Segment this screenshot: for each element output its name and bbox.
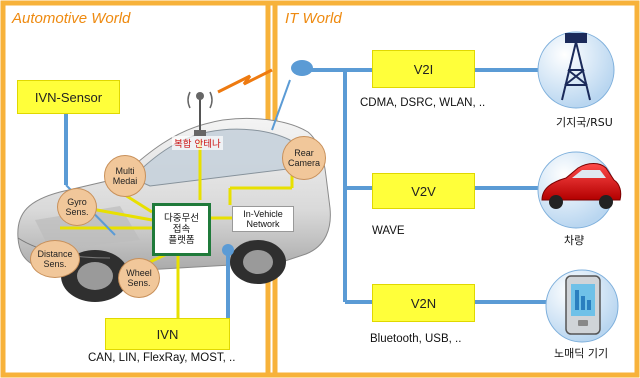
wheel-sensor-line-1: Wheel (126, 268, 152, 278)
car-windows (131, 128, 297, 187)
in-vehicle-network-line-2: Network (246, 219, 280, 229)
gyro-sensor: Gyro Sens. (57, 188, 97, 226)
roof-antenna-icon (187, 91, 213, 136)
distance-sensor-line-2: Sens. (43, 259, 67, 269)
multi-wireless-platform: 다중무선 접속 플랫폼 (152, 203, 211, 256)
connection-node (291, 60, 313, 76)
v2n-tech-label: Bluetooth, USB, .. (370, 333, 462, 345)
multi-media-line-1: Multi (115, 166, 135, 176)
antenna-drop (271, 79, 291, 131)
in-vehicle-network-box: In-Vehicle Network (232, 206, 294, 232)
front-wheel-rim (77, 262, 113, 290)
v2n-box: V2N (372, 284, 475, 322)
rear-camera-line-1: Rear (294, 148, 314, 158)
multi-media-line-2: Medai (112, 176, 138, 186)
platform-line-1: 다중무선 (164, 213, 199, 224)
v2n-device-label: 노매딕 기기 (554, 347, 609, 360)
rear-camera-sensor: Rear Camera (282, 136, 326, 180)
distance-sensor-line-1: Distance (37, 249, 73, 259)
red-car-icon (541, 163, 622, 209)
wheel-sensor: Wheel Sens. (118, 258, 160, 298)
gyro-sensor-line-2: Sens. (65, 207, 89, 217)
ivn-box: IVN (105, 318, 230, 350)
ivn-node (222, 244, 234, 256)
platform-line-2: 접속 (172, 224, 191, 235)
antenna-label: 복합 안테나 (172, 136, 223, 150)
v2i-tech-label: CDMA, DSRC, WLAN, .. (360, 97, 486, 109)
cell-tower-icon (561, 33, 591, 101)
it-world-title: IT World (285, 10, 342, 27)
v2v-device-label: 차량 (564, 234, 585, 247)
v2v-box: V2V (372, 173, 475, 209)
ivn-sensor-box: IVN-Sensor (17, 80, 120, 114)
wheel-sensor-line-2: Sens. (127, 278, 151, 288)
mobile-device-icon (565, 275, 601, 335)
multi-media-sensor: Multi Medai (104, 155, 146, 197)
rear-wheel-rim (243, 250, 273, 274)
gyro-sensor-line-1: Gyro (67, 197, 87, 207)
automotive-world-title: Automotive World (12, 10, 131, 27)
v2i-box: V2I (372, 50, 475, 88)
distance-sensor: Distance Sens. (30, 240, 80, 278)
v2i-device-label: 기지국/RSU (556, 116, 613, 129)
in-vehicle-network-line-1: In-Vehicle (243, 209, 283, 219)
rear-camera-line-2: Camera (287, 158, 320, 168)
ivn-protocols-label: CAN, LIN, FlexRay, MOST, .. (88, 352, 236, 364)
v2v-tech-label: WAVE (372, 225, 405, 237)
wireless-signal-icon (217, 68, 273, 94)
platform-line-3: 플랫폼 (168, 235, 195, 246)
